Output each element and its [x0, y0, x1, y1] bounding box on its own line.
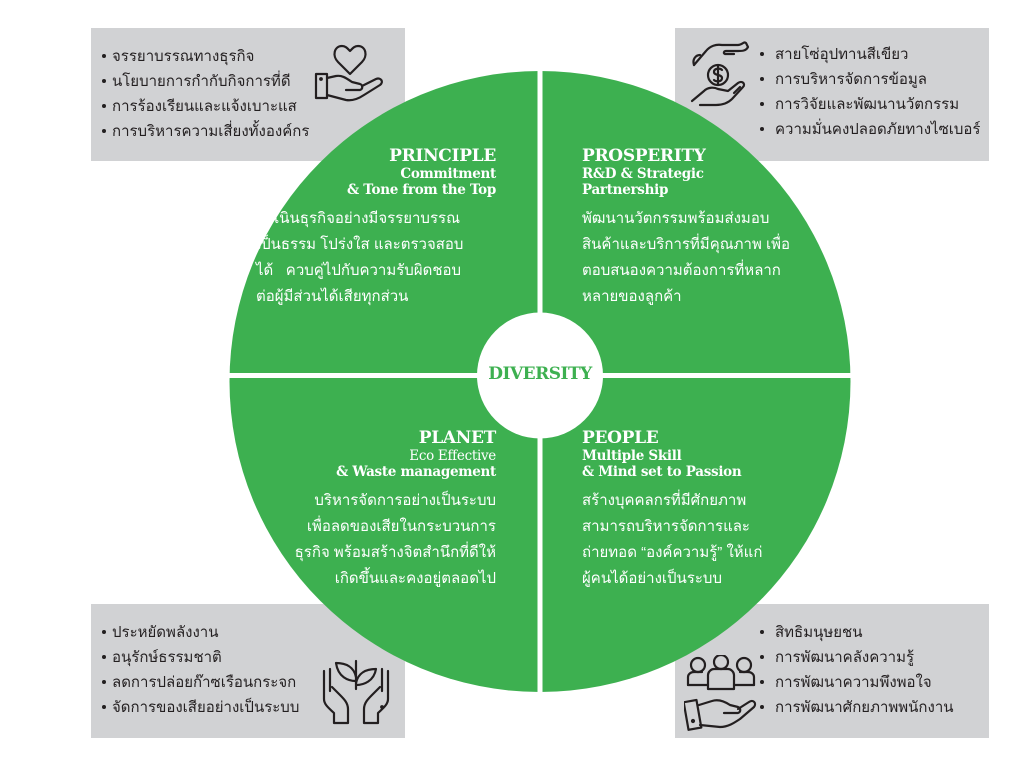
quadrant-prosperity: PROSPERITY R&D & Strategic Partnership พ… [582, 146, 822, 310]
quadrant-title: PEOPLE [582, 428, 659, 448]
quadrant-body: สร้างบุคคลกรที่มีศักยภาพ สามารถบริหารจัด… [582, 488, 832, 592]
quadrant-body: พัฒนานวัตกรรมพร้อมส่งมอบ สินค้าและบริการ… [582, 206, 822, 310]
body-line: ธุรกิจ พร้อมสร้างจิตสำนึกที่ดีให้ [294, 544, 496, 561]
list-item: ลดการปล่อยก๊าซเรือนกระจก [102, 670, 299, 695]
list-item: สิทธิมนุษยชน [760, 620, 954, 645]
bullet [760, 102, 764, 107]
body-line: ได้ ควบคู่ไปกับความรับผิดชอบ [256, 262, 462, 279]
bullet [760, 630, 764, 635]
body-line: สินค้าและบริการที่มีคุณภาพ เพื่อ [582, 236, 791, 253]
bullet [102, 104, 106, 109]
bullet [102, 79, 106, 84]
list-item: จัดการของเสียอย่างเป็นระบบ [102, 695, 299, 720]
bullet [102, 655, 106, 660]
list-item: การบริหารจัดการข้อมูล [760, 67, 980, 92]
bullet [760, 680, 764, 685]
list-item-text: การพัฒนาความพึงพอใจ [775, 674, 932, 691]
list-item-text: จัดการของเสียอย่างเป็นระบบ [112, 699, 300, 716]
body-line: ดำเนินธุรกิจอย่างมีจรรยาบรรณ [256, 210, 460, 227]
bullet [102, 630, 106, 635]
body-line: เป็นธรรม โปร่งใส และตรวจสอบ [256, 236, 464, 253]
quadrant-planet: PLANET Eco Effective & Waste management … [246, 428, 497, 592]
people-in-hand-icon [684, 655, 757, 731]
quadrant-subtitle: & Waste management [336, 464, 496, 480]
body-line: หลายของลูกค้า [582, 288, 682, 305]
list-item: จรรยาบรรณทางธุรกิจ [102, 44, 309, 69]
list-item: การพัฒนาศักยภาพพนักงาน [760, 695, 954, 720]
quadrant-subtitle: Multiple Skill [582, 448, 682, 464]
quadrant-subtitle: Commitment [400, 166, 496, 182]
quadrant-subtitle: R&D & Strategic [582, 166, 704, 182]
planet-topics-list: ประหยัดพลังงาน อนุรักษ์ธรรมชาติ ลดการปล่… [102, 620, 299, 720]
center-label-diversity: DIVERSITY [488, 364, 592, 384]
list-item: สายโซ่อุปทานสีเขียว [760, 42, 980, 67]
bullet [760, 52, 764, 57]
list-item-text: การพัฒนาศักยภาพพนักงาน [775, 699, 954, 716]
body-line: ถ่ายทอด “องค์ความรู้” ให้แก่ [582, 544, 763, 561]
quadrant-body: ดำเนินธุรกิจอย่างมีจรรยาบรรณ เป็นธรรม โป… [256, 206, 496, 310]
list-item: ประหยัดพลังงาน [102, 620, 299, 645]
heart-in-hand-icon [314, 44, 383, 102]
list-item-text: จรรยาบรรณทางธุรกิจ [112, 48, 255, 65]
list-item-text: ลดการปล่อยก๊าซเรือนกระจก [112, 674, 297, 691]
body-line: เกิดขึ้นและคงอยู่ตลอดไป [334, 570, 496, 587]
bullet [102, 54, 106, 59]
quadrant-subtitle: Partnership [582, 182, 669, 198]
quadrant-people: PEOPLE Multiple Skill & Mind set to Pass… [582, 428, 832, 592]
body-line: เพื่อลดของเสียในกระบวนการ [306, 518, 496, 535]
bullet [760, 127, 764, 132]
quadrant-principle: PRINCIPLE Commitment & Tone from the Top… [256, 146, 496, 310]
list-item-text: การบริหารจัดการข้อมูล [775, 71, 927, 88]
bullet [760, 77, 764, 82]
quadrant-body: บริหารจัดการอย่างเป็นระบบ เพื่อลดของเสีย… [246, 488, 496, 592]
bullet [760, 705, 764, 710]
body-line: สร้างบุคคลกรที่มีศักยภาพ [582, 492, 747, 509]
plant-in-hands-icon [322, 659, 390, 725]
center-circle [477, 312, 603, 439]
list-item-text: การพัฒนาคลังความรู้ [775, 649, 915, 666]
list-item: การพัฒนาความพึงพอใจ [760, 670, 954, 695]
bullet [102, 705, 106, 710]
list-item-text: ความมั่นคงปลอดภัยทางไซเบอร์ [775, 121, 981, 138]
body-line: พัฒนานวัตกรรมพร้อมส่งมอบ [582, 210, 770, 227]
quadrant-title: PRINCIPLE [389, 146, 496, 166]
principle-topics-list: จรรยาบรรณทางธุรกิจ นโยบายการกำกับกิจการท… [102, 44, 309, 144]
prosperity-topics-list: สายโซ่อุปทานสีเขียว การบริหารจัดการข้อมู… [760, 42, 980, 142]
money-between-hands-icon [690, 41, 750, 107]
body-line: บริหารจัดการอย่างเป็นระบบ [314, 492, 496, 509]
list-item-text: นโยบายการกำกับกิจการที่ดี [112, 73, 291, 90]
body-line: สามารถบริหารจัดการและ [582, 518, 750, 535]
quadrant-title: PROSPERITY [582, 146, 706, 166]
body-line: ตอบสนองความต้องการที่หลาก [582, 262, 781, 279]
list-item-text: การบริหารความเสี่ยงทั้งองค์กร [112, 123, 310, 140]
bullet [102, 680, 106, 685]
people-topics-list: สิทธิมนุษยชน การพัฒนาคลังความรู้ การพัฒน… [760, 620, 954, 720]
body-line: ผู้คนได้อย่างเป็นระบบ [582, 570, 722, 587]
list-item-text: การวิจัยและพัฒนานวัตกรรม [775, 96, 960, 113]
list-item-text: ประหยัดพลังงาน [112, 624, 219, 641]
list-item-text: สายโซ่อุปทานสีเขียว [775, 46, 909, 63]
quadrant-title: PLANET [418, 428, 497, 448]
quadrant-subtitle: & Tone from the Top [347, 182, 496, 198]
body-line: ต่อผู้มีส่วนได้เสียทุกส่วน [256, 288, 409, 305]
bullet [760, 655, 764, 660]
list-item: การวิจัยและพัฒนานวัตกรรม [760, 92, 980, 117]
list-item-text: สิทธิมนุษยชน [775, 624, 863, 641]
list-item: การพัฒนาคลังความรู้ [760, 645, 954, 670]
bullet [102, 129, 106, 134]
quadrant-subtitle: & Mind set to Passion [582, 464, 742, 480]
list-item: ความมั่นคงปลอดภัยทางไซเบอร์ [760, 117, 980, 142]
list-item: การร้องเรียนและแจ้งเบาะแส [102, 94, 309, 119]
list-item: อนุรักษ์ธรรมชาติ [102, 645, 299, 670]
list-item-text: อนุรักษ์ธรรมชาติ [112, 649, 222, 666]
list-item: การบริหารความเสี่ยงทั้งองค์กร [102, 119, 309, 144]
list-item: นโยบายการกำกับกิจการที่ดี [102, 69, 309, 94]
list-item-text: การร้องเรียนและแจ้งเบาะแส [112, 98, 297, 115]
quadrant-subtitle: Eco Effective [409, 448, 496, 464]
